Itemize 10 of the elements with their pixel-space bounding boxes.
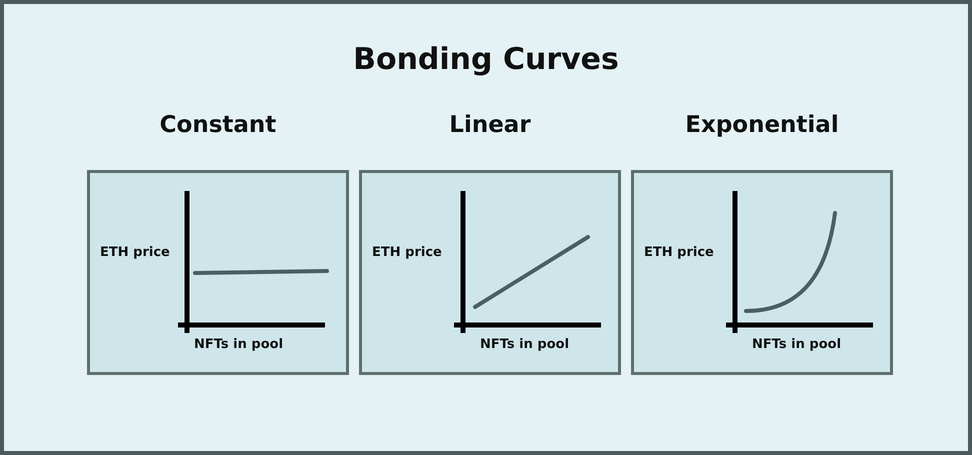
axis-label: ETH price [644,245,714,260]
chart-heading: Exponential [684,112,840,138]
axis-label: ETH price [100,245,170,260]
chart-heading: Linear [448,112,532,138]
chart-heading: Constant [158,112,278,138]
axis-label: NFTs in pool [752,337,842,352]
diagram-title: Bonding Curves [352,42,620,77]
axis-label: NFTs in pool [480,337,570,352]
axis-label: ETH price [372,245,442,260]
axis-label: NFTs in pool [194,337,284,352]
